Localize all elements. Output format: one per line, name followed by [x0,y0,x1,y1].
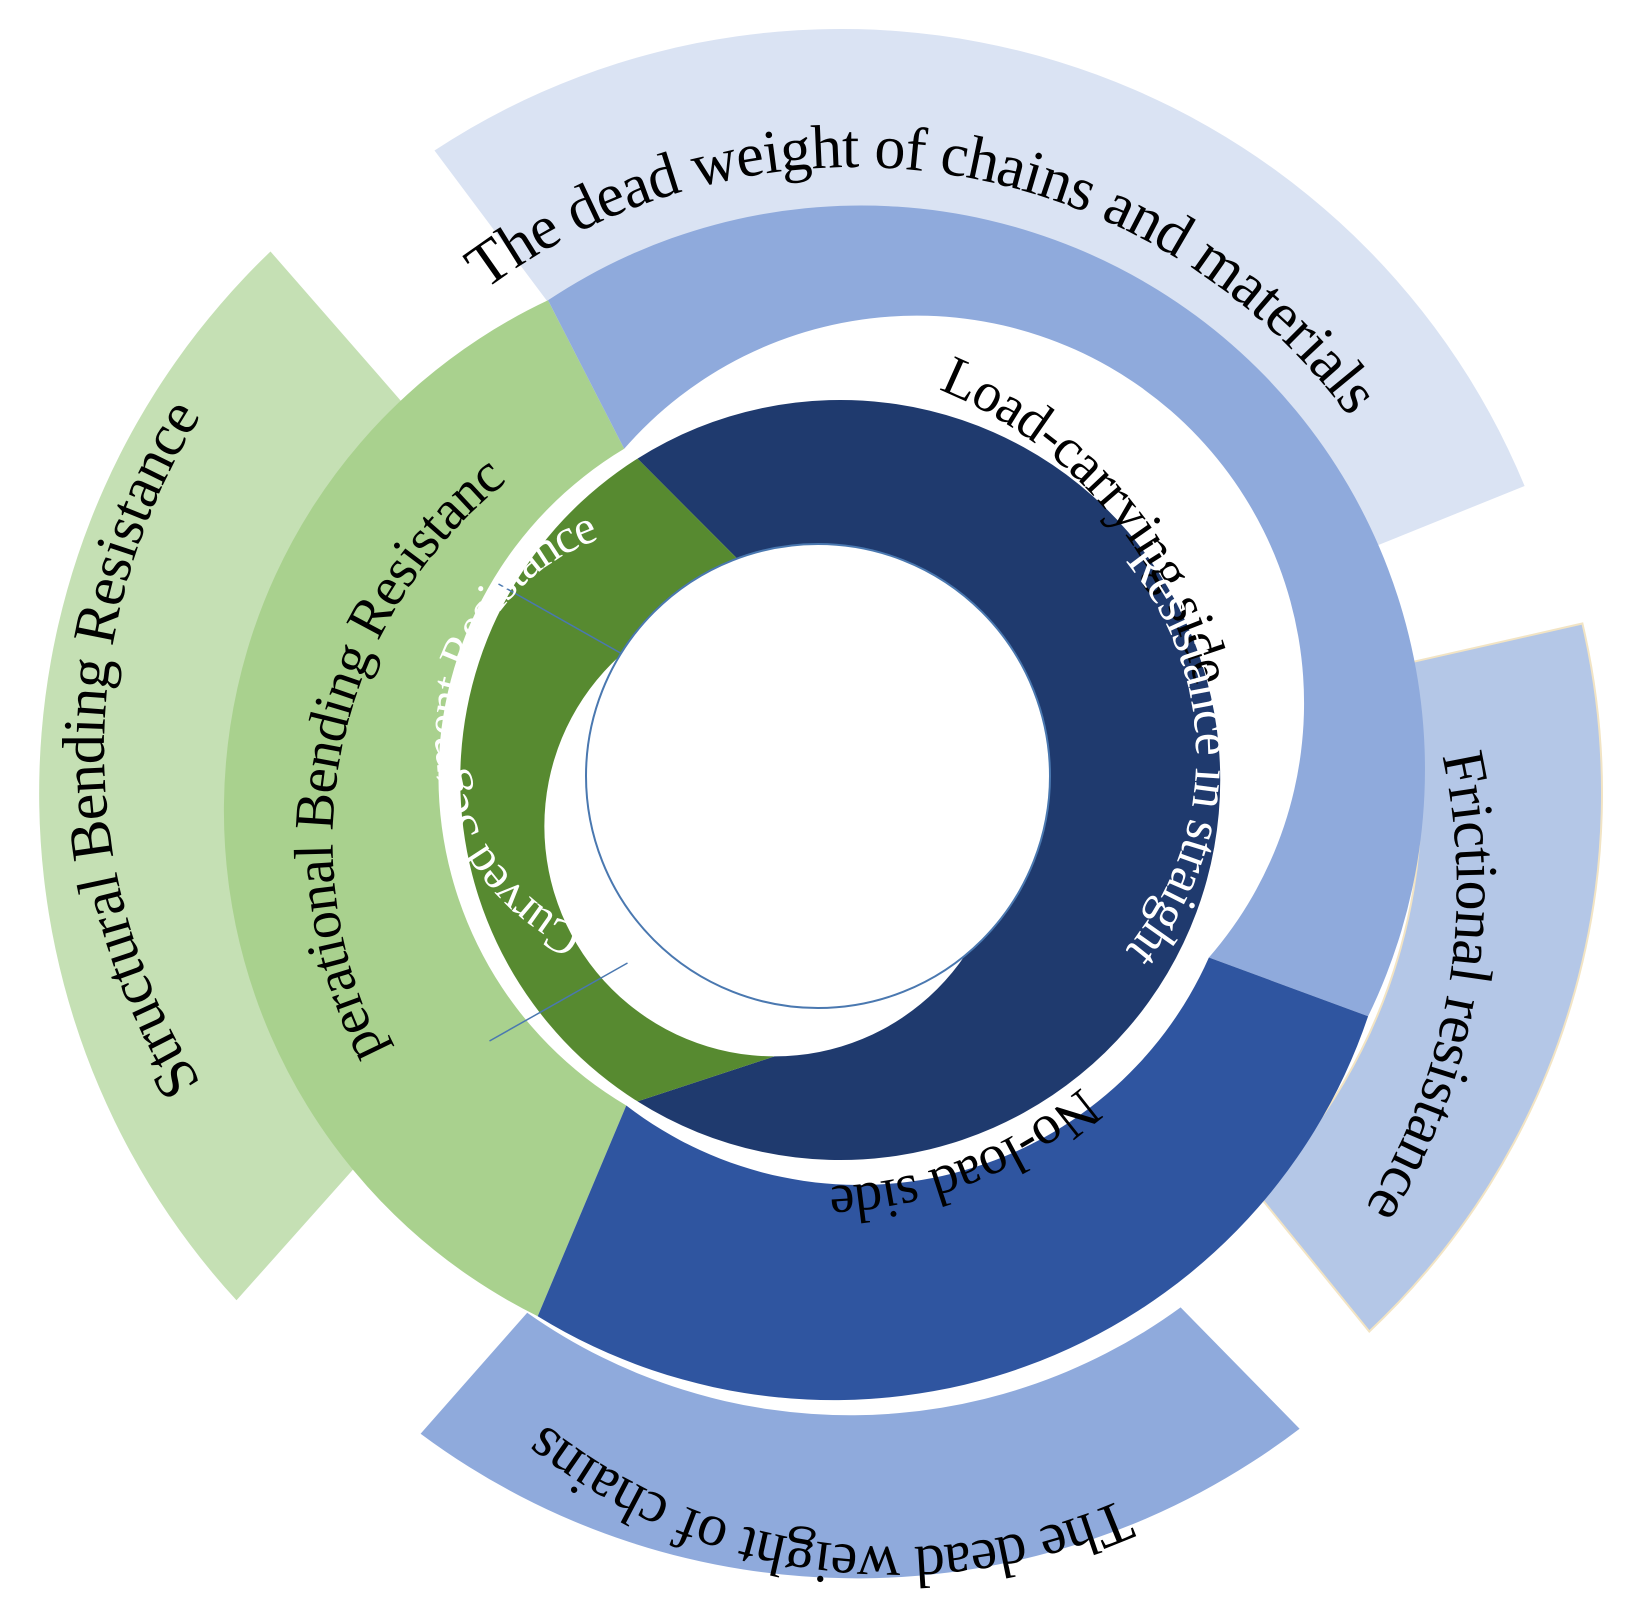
dead-weight-chains-materials-segment [434,28,1525,553]
center-hole [585,543,1051,1009]
middle-ring [223,205,1425,1401]
curved-segment-resistance-segment [460,458,775,1102]
curved-segment-divider-bottom [489,962,628,1042]
load-carrying-side-segment [548,205,1425,1017]
dead-weight-chains-segment [420,1307,1300,1579]
curved-segment-divider-top [498,583,628,658]
inner-ring [460,400,1221,1160]
no-load-side-segment [537,957,1369,1401]
frictional-resistance-segment [1256,622,1603,1333]
operational-bending-resistance-segment [223,300,627,1317]
